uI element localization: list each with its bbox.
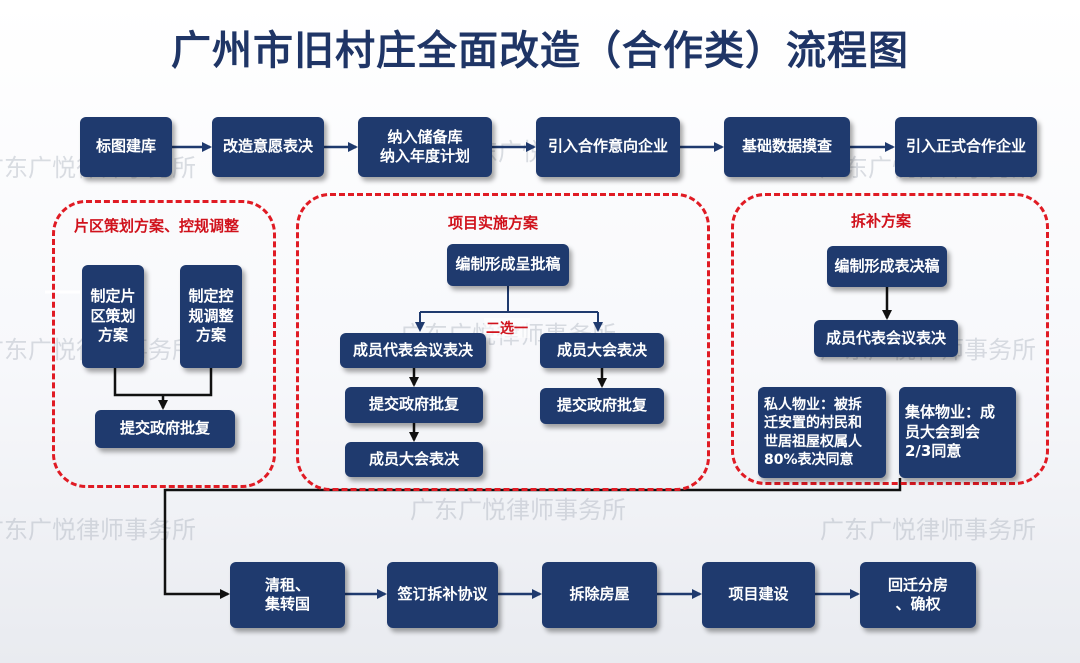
- flow-step-mapping: 标图建库: [80, 117, 172, 177]
- box-regulation-adjust: 制定控 规调整 方案: [180, 265, 242, 368]
- box-project-member-vote-left: 成员大会表决: [345, 442, 483, 477]
- box-district-plan: 制定片 区策划 方案: [82, 265, 144, 368]
- page-title: 广州市旧村庄全面改造（合作类）流程图: [171, 28, 909, 74]
- flow-step-intent-enterprise: 引入合作意向企业: [536, 117, 680, 177]
- box-project-draft: 编制形成呈批稿: [447, 244, 569, 286]
- flow-step-sign-agreement: 签订拆补协议: [387, 562, 498, 628]
- box-comp-draft: 编制形成表决稿: [827, 246, 947, 287]
- box-planning-submit-gov: 提交政府批复: [95, 410, 235, 448]
- flow-step-willingness-vote: 改造意愿表决: [212, 117, 324, 177]
- flow-step-reserve-plan: 纳入储备库 纳入年度计划: [358, 117, 492, 177]
- choose-one-label: 二选一: [484, 318, 530, 338]
- zone-project-title: 项目实施方案: [448, 214, 539, 232]
- flow-step-formal-enterprise: 引入正式合作企业: [895, 117, 1037, 177]
- zone-planning: [52, 200, 276, 488]
- box-project-gov-left: 提交政府批复: [345, 387, 483, 423]
- box-comp-private-property: 私人物业：被拆 迁安置的村民和 世居祖屋权属人 80%表决同意: [758, 387, 886, 478]
- flow-step-demolish: 拆除房屋: [542, 562, 657, 628]
- zone-project: [296, 193, 710, 491]
- box-comp-collective-property: 集体物业：成 员大会到会 2/3同意: [899, 387, 1016, 478]
- zone-compensation: [731, 193, 1049, 485]
- flow-step-clear-lease: 清租、 集转国: [230, 562, 345, 628]
- flow-step-resettlement: 回迁分房 、确权: [860, 562, 976, 628]
- box-project-rep-vote: 成员代表会议表决: [340, 333, 486, 368]
- flow-step-data-survey: 基础数据摸查: [724, 117, 850, 177]
- box-project-member-vote-right: 成员大会表决: [540, 333, 664, 368]
- box-project-gov-right: 提交政府批复: [540, 388, 664, 424]
- box-comp-rep-vote: 成员代表会议表决: [814, 320, 958, 357]
- flow-step-construction: 项目建设: [702, 562, 815, 628]
- zone-compensation-title: 拆补方案: [851, 212, 912, 230]
- zone-planning-title: 片区策划方案、控规调整: [74, 217, 240, 235]
